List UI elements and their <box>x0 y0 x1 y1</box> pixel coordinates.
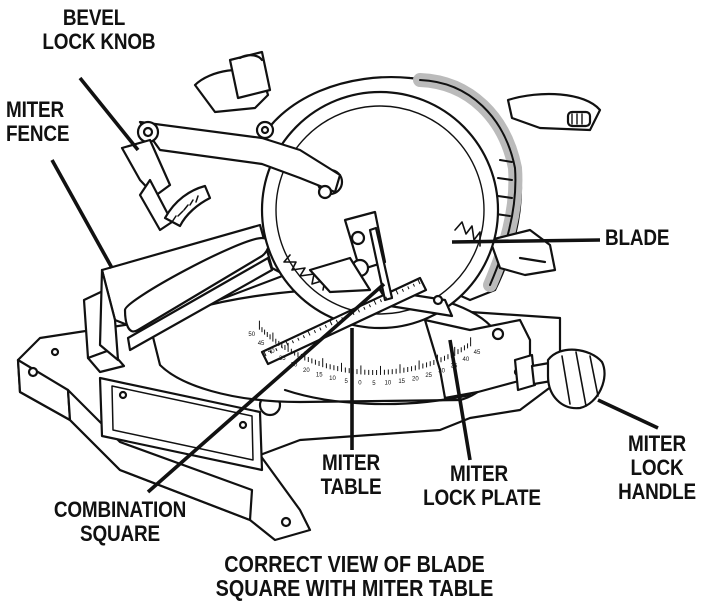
ruler-tick <box>357 309 360 313</box>
ruler-tick <box>335 319 338 323</box>
ruler-tick <box>269 350 272 354</box>
leader-combination-square <box>146 282 386 494</box>
label-miter-table: MITER TABLE <box>320 450 382 499</box>
ruler-tick <box>368 304 371 308</box>
ruler-tick <box>363 306 366 310</box>
ruler-tick <box>379 299 382 303</box>
miter-scale-number: 20 <box>412 377 419 383</box>
miter-scale-number: 30 <box>438 369 445 375</box>
leader-bevel-lock-knob <box>78 76 140 152</box>
leader-miter-lock-handle <box>597 398 659 430</box>
ruler-tick <box>297 337 300 341</box>
ruler-tick <box>285 340 289 346</box>
label-blade: BLADE <box>605 225 670 250</box>
miter-scale-number: 10 <box>329 376 336 382</box>
motor-housing <box>193 50 602 132</box>
leader-miter-lock-plate <box>448 339 472 461</box>
base-front-plate <box>98 376 264 472</box>
miter-scale-number: 0 <box>358 380 362 386</box>
label-miter-lock-plate: MITER LOCK PLATE <box>423 461 541 510</box>
ruler-tick <box>395 288 399 295</box>
ruler-tick <box>302 335 305 339</box>
ruler-tick <box>329 319 333 326</box>
ruler-tick <box>319 327 322 331</box>
leader-miter-fence <box>50 159 114 269</box>
miter-scale-number: 45 <box>258 341 265 347</box>
ruler-tick <box>407 286 410 290</box>
miter-scale-number: 25 <box>425 373 432 379</box>
label-combination-square: COMBINATION SQUARE <box>53 497 187 546</box>
ruler-tick <box>324 324 327 328</box>
bevel-scale <box>163 184 212 228</box>
miter-scale-number: 10 <box>384 381 391 387</box>
ruler-tick <box>291 340 294 344</box>
ruler-tick <box>417 278 421 285</box>
ruler-tick <box>385 296 388 300</box>
ruler-tick <box>412 283 415 287</box>
miter-scale-number: 30 <box>291 362 298 368</box>
miter-scale-number: 35 <box>279 356 286 362</box>
ruler-tick <box>275 347 278 352</box>
ruler-tick <box>401 288 404 292</box>
label-miter-fence: MITER FENCE <box>6 97 70 146</box>
diagram-caption: CORRECT VIEW OF BLADE SQUARE WITH MITER … <box>215 551 494 601</box>
miter-scale-number: 15 <box>398 379 405 385</box>
label-bevel-lock-knob: BEVEL LOCK KNOB <box>42 5 156 54</box>
miter-scale-number: 5 <box>344 379 348 385</box>
miter-scale-number: 40 <box>463 357 470 363</box>
ruler-tick <box>313 329 316 334</box>
bevel-lock-knob-shape <box>120 120 342 232</box>
miter-scale-number: 40 <box>268 349 275 355</box>
blade-shape <box>260 90 500 330</box>
ruler-tick <box>373 298 377 305</box>
label-miter-lock-handle: MITER LOCK HANDLE <box>618 431 696 504</box>
ruler-tick <box>307 329 311 336</box>
miter-scale-number: 50 <box>248 332 255 338</box>
leader-blade <box>451 238 601 244</box>
ruler-tick <box>390 293 393 298</box>
miter-scale-number: 45 <box>474 350 481 356</box>
miter-scale-number: 20 <box>303 368 310 374</box>
ruler-tick <box>263 350 267 357</box>
miter-scale-number: 15 <box>316 373 323 379</box>
miter-lock-handle-shape <box>513 348 606 410</box>
miter-scale-number: 5 <box>372 381 376 387</box>
